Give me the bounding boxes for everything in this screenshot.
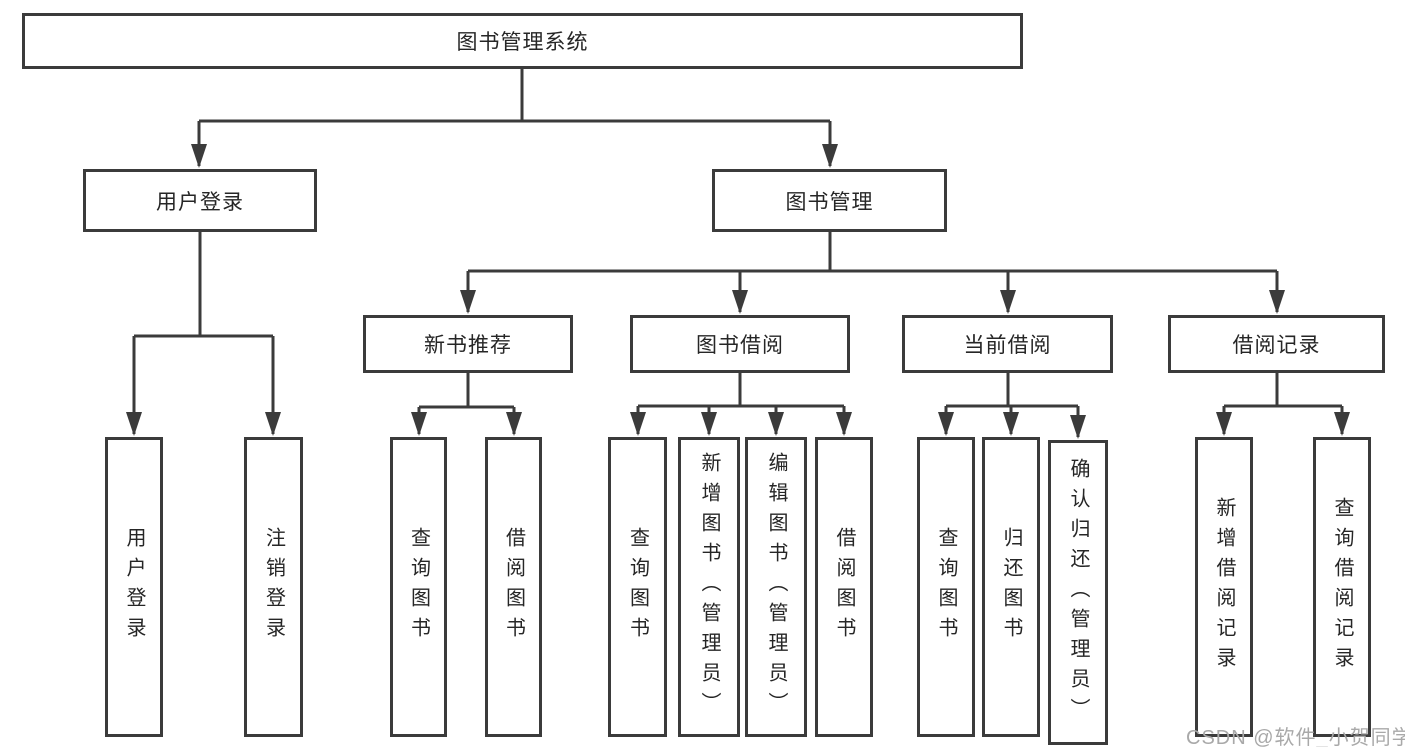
leaf-add-borrow-record-label: 新增借阅记录 — [1213, 497, 1235, 677]
leaf-query-borrow-record-label: 查询借阅记录 — [1331, 497, 1353, 677]
leaf-borrowing-query-books-label: 查询图书 — [626, 527, 649, 647]
node-root-label: 图书管理系统 — [456, 31, 589, 54]
leaf-user-login: 用户登录 — [105, 437, 163, 737]
node-borrowing-records-label: 借阅记录 — [1232, 334, 1321, 357]
leaf-confirm-return-admin-label: 确认归还（管理员） — [1067, 457, 1089, 728]
csdn-watermark: CSDN @软件_小贺同学 — [1186, 727, 1405, 747]
leaf-recommend-query-books-label: 查询图书 — [407, 527, 430, 647]
leaf-current-query-books-label: 查询图书 — [935, 527, 957, 647]
leaf-edit-book-admin: 编辑图书（管理员） — [745, 437, 807, 737]
leaf-return-books-label: 归还图书 — [1000, 527, 1022, 647]
node-book-management-label: 图书管理 — [785, 190, 874, 214]
node-user-login-label: 用户登录 — [156, 190, 244, 214]
leaf-current-query-books: 查询图书 — [917, 437, 975, 737]
leaf-borrowing-borrow-books-label: 借阅图书 — [833, 527, 855, 647]
node-new-book-recommendation-label: 新书推荐 — [424, 334, 512, 357]
node-current-borrowing: 当前借阅 — [902, 315, 1113, 373]
node-book-borrowing: 图书借阅 — [630, 315, 850, 373]
leaf-user-login-label: 用户登录 — [123, 527, 145, 647]
leaf-confirm-return-admin: 确认归还（管理员） — [1048, 440, 1108, 745]
node-current-borrowing-label: 当前借阅 — [963, 334, 1052, 357]
node-book-management: 图书管理 — [712, 169, 947, 232]
node-user-login: 用户登录 — [83, 169, 317, 232]
leaf-return-books: 归还图书 — [982, 437, 1040, 737]
leaf-logout-label: 注销登录 — [262, 527, 285, 647]
node-root: 图书管理系统 — [22, 13, 1023, 69]
leaf-recommend-borrow-books: 借阅图书 — [485, 437, 542, 737]
leaf-borrowing-borrow-books: 借阅图书 — [815, 437, 873, 737]
node-book-borrowing-label: 图书借阅 — [696, 334, 784, 357]
node-borrowing-records: 借阅记录 — [1168, 315, 1385, 373]
node-new-book-recommendation: 新书推荐 — [363, 315, 573, 373]
leaf-add-borrow-record: 新增借阅记录 — [1195, 437, 1253, 737]
leaf-add-book-admin-label: 新增图书（管理员） — [698, 452, 720, 722]
leaf-query-borrow-record: 查询借阅记录 — [1313, 437, 1371, 737]
leaf-recommend-borrow-books-label: 借阅图书 — [502, 527, 525, 647]
leaf-logout: 注销登录 — [244, 437, 303, 737]
leaf-borrowing-query-books: 查询图书 — [608, 437, 667, 737]
leaf-add-book-admin: 新增图书（管理员） — [678, 437, 740, 737]
leaf-recommend-query-books: 查询图书 — [390, 437, 447, 737]
leaf-edit-book-admin-label: 编辑图书（管理员） — [765, 452, 787, 722]
